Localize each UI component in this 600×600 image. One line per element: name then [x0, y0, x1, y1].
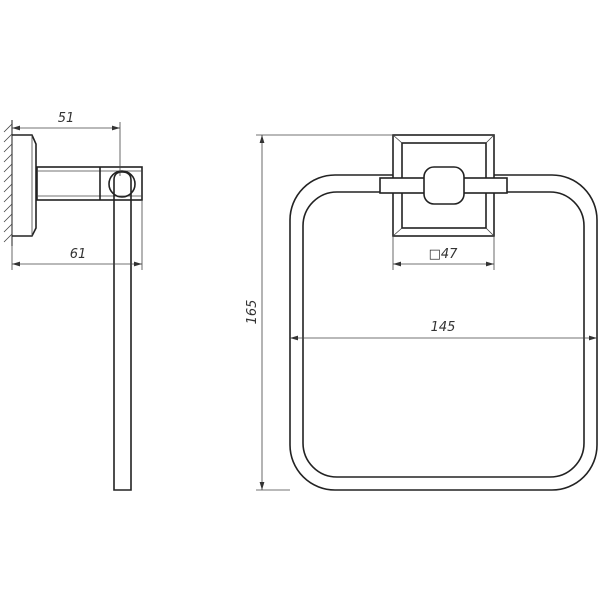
mount-knob: [423, 166, 465, 205]
ring-side: [113, 171, 132, 491]
wall-hatching: [3, 120, 13, 246]
dim-61-label: 61: [70, 247, 87, 262]
arm: [36, 166, 143, 201]
dim-165-label: 165: [245, 300, 260, 325]
dim-51-label: 51: [58, 111, 75, 126]
side-view: 51 61: [3, 111, 143, 491]
dim-47-label: □47: [429, 247, 459, 262]
front-view: □47 145 165: [245, 134, 598, 491]
wall-base-plate: [12, 134, 37, 237]
dim-145-label: 145: [431, 320, 456, 335]
